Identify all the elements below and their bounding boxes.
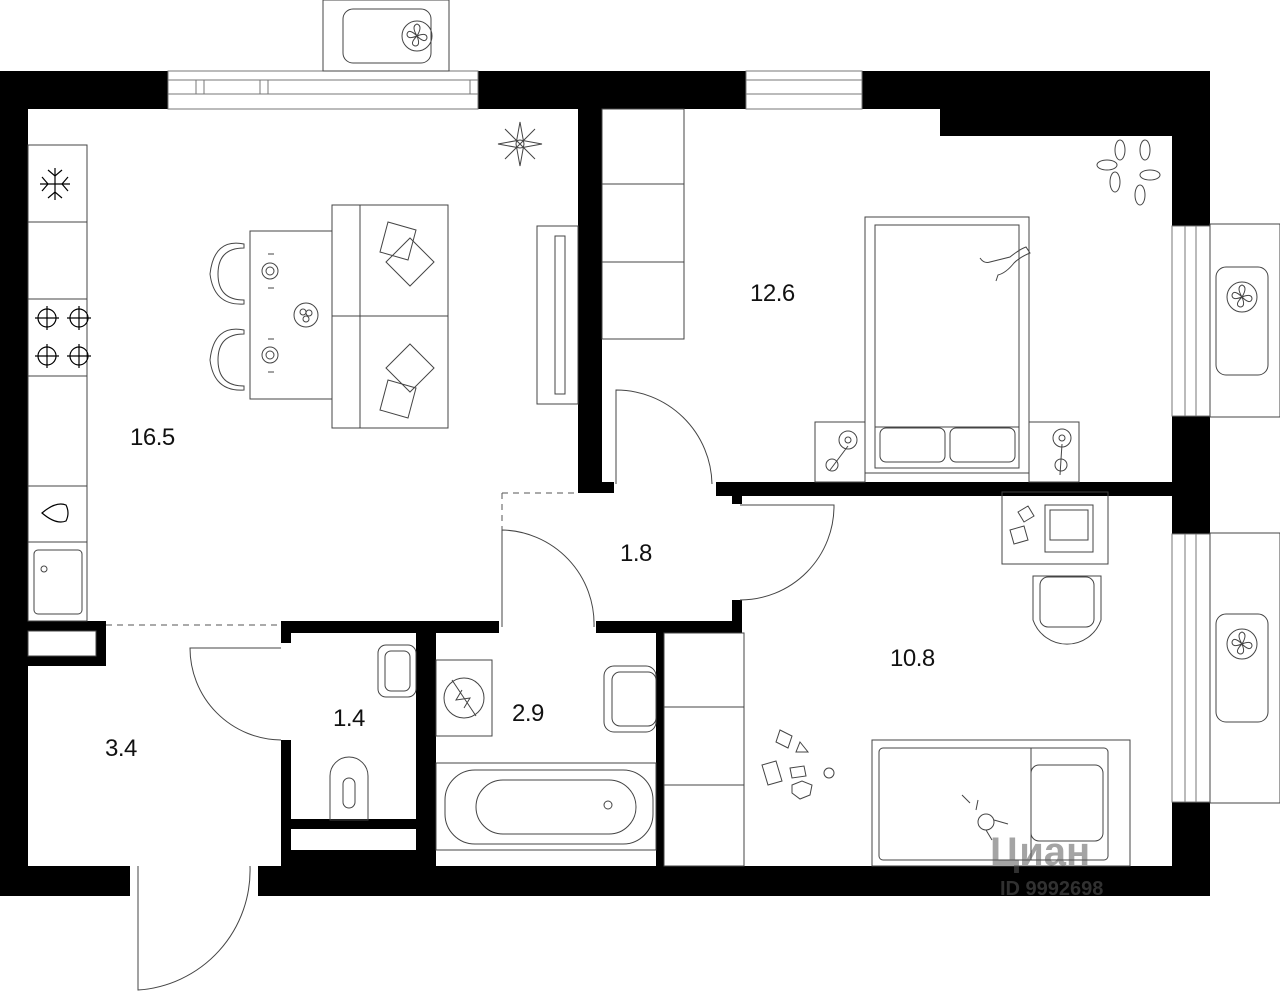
room-area-toilet: 1.4 (333, 705, 365, 732)
wardrobe (601, 108, 685, 340)
toilet-bowl (329, 756, 369, 821)
room-area-hall: 1.8 (620, 540, 652, 567)
boiler-icon (435, 659, 493, 737)
room-area-bathroom: 2.9 (512, 700, 544, 727)
dining-table (209, 230, 333, 400)
tv-stand (536, 225, 579, 405)
double-bed (864, 216, 1031, 474)
toilet-basin (377, 644, 417, 698)
walls (0, 71, 1210, 896)
room-area-entrance: 3.4 (105, 735, 137, 762)
wardrobe-kids (663, 632, 745, 867)
watermark-brand: Циан (990, 830, 1091, 874)
ac-unit-right-1 (1209, 223, 1280, 418)
ac-unit-top (322, 0, 450, 72)
desk (1001, 491, 1109, 565)
plant-icon-bedroom (1096, 139, 1161, 206)
kitchen-counter (27, 144, 88, 622)
toys-icon (761, 729, 835, 800)
windows (167, 70, 1211, 803)
sink-icon (33, 549, 83, 615)
ac-unit-right-2 (1209, 532, 1280, 804)
desk-chair (1032, 575, 1102, 645)
doors (137, 389, 835, 991)
kitchen-cabinet (27, 630, 97, 657)
room-area-bedroom: 12.6 (750, 280, 795, 307)
nightstand-left (814, 421, 866, 483)
water-drop-icon (41, 503, 69, 523)
room-area-kids: 10.8 (890, 645, 935, 672)
bathtub (435, 762, 657, 851)
stove-icon (35, 306, 91, 368)
single-bed (871, 739, 1131, 867)
bath-sink (603, 665, 657, 733)
sofa (331, 204, 449, 429)
freezer-icon (40, 168, 70, 200)
nightstand-right (1028, 421, 1080, 483)
plant-icon (497, 121, 543, 167)
room-area-kitchen: 16.5 (130, 424, 175, 451)
watermark-id: ID 9992698 (1000, 878, 1104, 900)
